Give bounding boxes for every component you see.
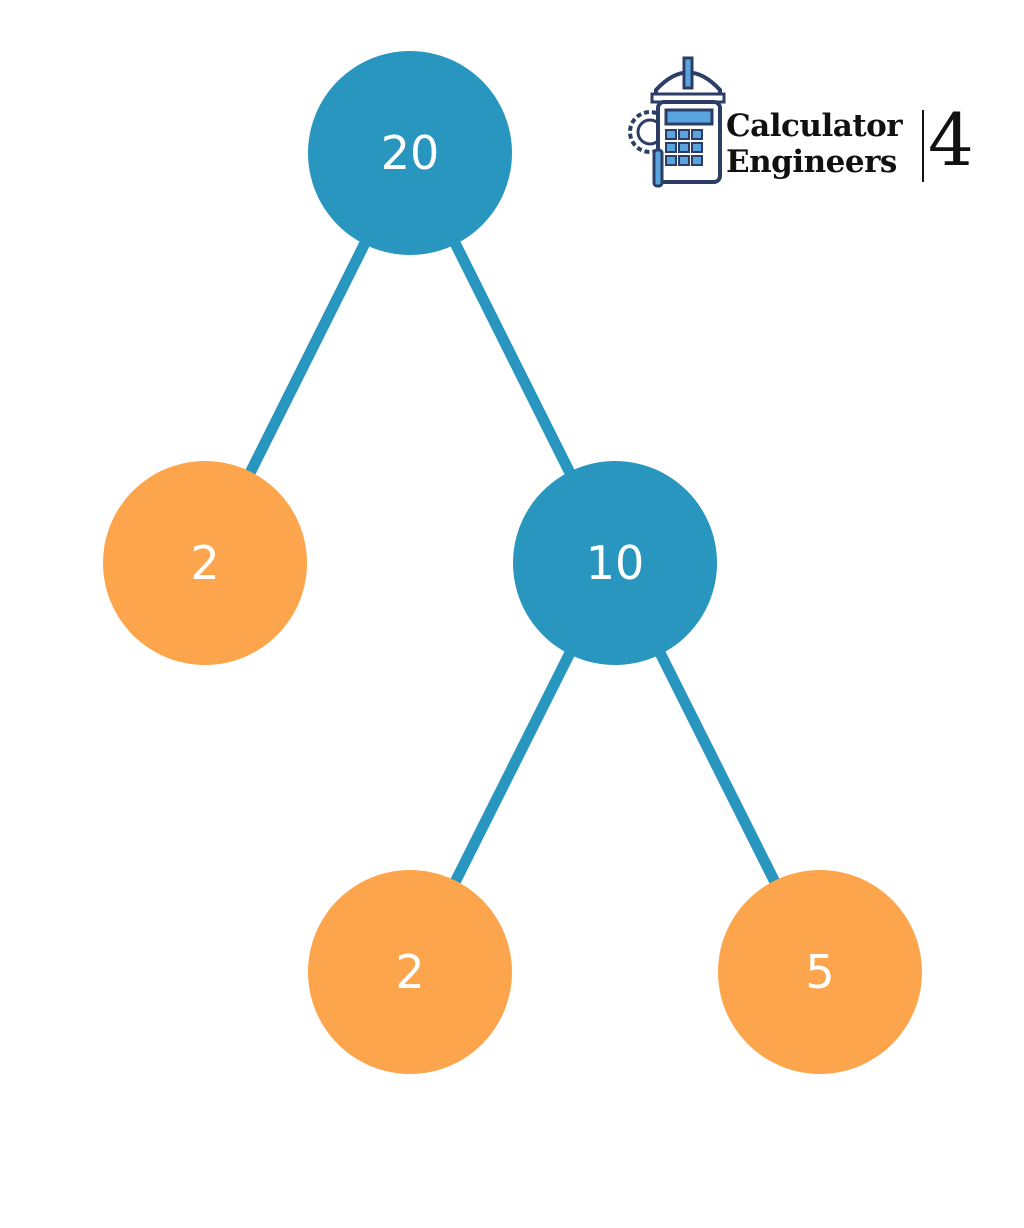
tree-node-n10: 10 (513, 461, 717, 665)
tree-node-n20: 20 (308, 51, 512, 255)
logo-number: 4 (928, 98, 974, 182)
logo-wordmark: Calculator Engineers (726, 108, 903, 180)
tree-node-label: 5 (805, 945, 834, 999)
calculator-hardhat-icon (628, 56, 726, 188)
prime-factor-circle (308, 870, 512, 1074)
tree-node-label: 10 (586, 536, 645, 590)
logo-line-calculator: Calculator (726, 108, 903, 144)
logo-divider (922, 110, 924, 182)
tree-nodes: 20 2 10 2 5 (103, 51, 922, 1074)
tree-node-n2b: 2 (308, 870, 512, 1074)
tree-node-label: 2 (395, 945, 424, 999)
composite-factor-circle (308, 51, 512, 255)
prime-factor-circle (103, 461, 307, 665)
tree-node-n5: 5 (718, 870, 922, 1074)
logo-line-engineers: Engineers (726, 144, 897, 180)
tree-node-label: 20 (381, 126, 440, 180)
tree-node-n2a: 2 (103, 461, 307, 665)
calculator4engineers-logo: Calculator Engineers 4 (628, 50, 978, 190)
tree-node-label: 2 (190, 536, 219, 590)
composite-factor-circle (513, 461, 717, 665)
prime-factor-circle (718, 870, 922, 1074)
